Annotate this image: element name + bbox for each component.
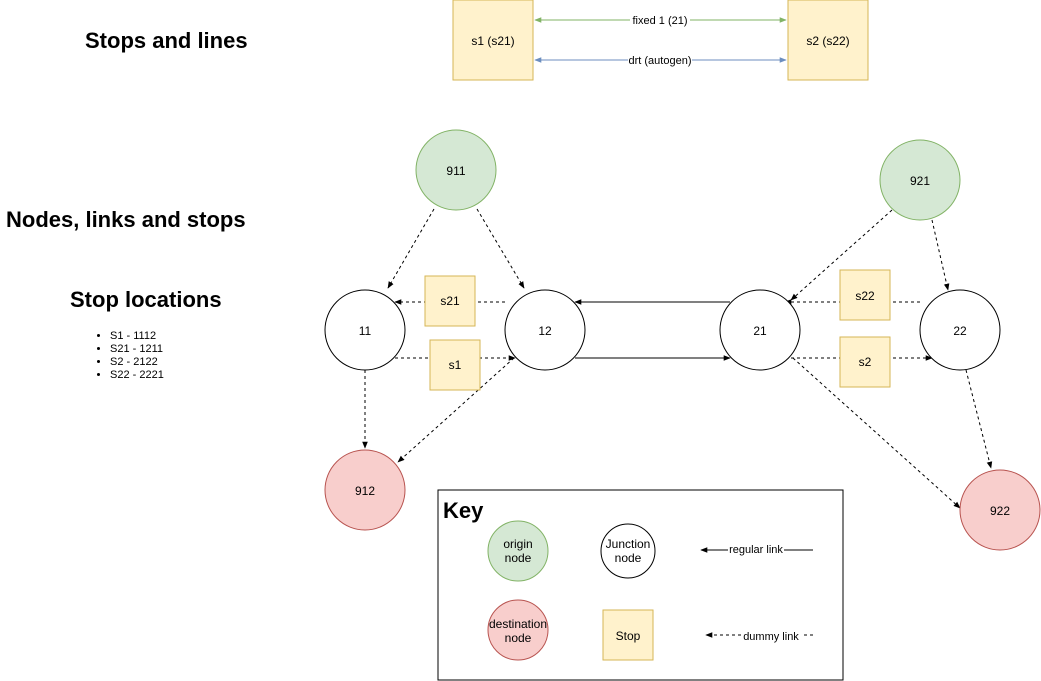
- node-922-label: 922: [990, 504, 1010, 518]
- key-dummy-link-bg: [741, 630, 801, 643]
- top-stop-s2-label: s2 (s22): [806, 34, 849, 48]
- stop-s22: [839, 269, 891, 321]
- node-11-label: 11: [359, 324, 372, 338]
- node-22-label: 22: [953, 324, 967, 338]
- key-regular-link-label: regular link: [729, 544, 783, 556]
- key-regular-link-bg: [728, 543, 784, 556]
- node-11: [324, 289, 406, 371]
- top-stop-s2: [787, 0, 869, 81]
- stop-location-item: S2 - 2122: [110, 356, 164, 369]
- node-12: [504, 289, 586, 371]
- stop-s1: [429, 339, 481, 391]
- key-origin-node: [487, 520, 549, 582]
- node-922: [959, 469, 1041, 551]
- stop-s21-label: s21: [440, 294, 460, 308]
- regular-links: [574, 299, 731, 361]
- key-stop: [602, 609, 654, 661]
- node-911: [415, 129, 497, 211]
- drt-line-label-bg: [628, 53, 692, 66]
- key-junction-label-1: Junction: [606, 537, 651, 551]
- stop-location-item: S22 - 2221: [110, 369, 164, 382]
- stop-s2: [839, 336, 891, 388]
- node-912: [324, 449, 406, 531]
- link-22-922: [965, 369, 993, 469]
- link-911-12: [476, 208, 525, 289]
- key-junction-node: [600, 523, 656, 579]
- node-921-label: 921: [910, 174, 930, 188]
- key-destination-node: [487, 599, 549, 661]
- heading-stop-locations: Stop locations: [70, 287, 222, 312]
- key-origin-label-1: origin: [503, 537, 532, 551]
- node-21-label: 21: [753, 324, 767, 338]
- key-stop-label: Stop: [616, 629, 641, 643]
- fixed-line-label: fixed 1 (21): [632, 15, 687, 27]
- link-921-21: [790, 209, 893, 301]
- key-title: Key: [443, 498, 484, 523]
- link-921-22: [931, 219, 950, 291]
- stop-location-item: S21 - 1211: [110, 343, 164, 356]
- heading-nodes-links-stops: Nodes, links and stops: [6, 207, 246, 232]
- key-junction-label-2: node: [615, 551, 642, 565]
- top-stop-s1: [452, 0, 534, 81]
- link-12-912: [397, 357, 515, 463]
- key-destination-label-1: destination: [489, 617, 547, 631]
- node-911-label: 911: [446, 164, 465, 178]
- link-21-922: [792, 357, 961, 509]
- node-921: [879, 139, 961, 221]
- drt-line-label: drt (autogen): [629, 55, 692, 67]
- stop-s21: [424, 275, 476, 327]
- stop-s2-label: s2: [859, 355, 872, 369]
- node-912-label: 912: [355, 484, 375, 498]
- key-destination-label-2: node: [505, 631, 532, 645]
- stop-location-item: S1 - 1112: [110, 330, 164, 343]
- node-22: [919, 289, 1001, 371]
- node-21: [719, 289, 801, 371]
- fixed-line-label-bg: [630, 13, 690, 26]
- stop-locations-list: S1 - 1112 S21 - 1211 S2 - 2122 S22 - 222…: [90, 330, 164, 382]
- stop-s1-label: s1: [449, 358, 462, 372]
- node-12-label: 12: [538, 324, 552, 338]
- key-origin-label-2: node: [505, 551, 532, 565]
- key-dummy-link-label: dummy link: [743, 631, 799, 643]
- stop-s22-label: s22: [855, 289, 875, 303]
- heading-stops-and-lines: Stops and lines: [85, 28, 248, 53]
- top-stop-s1-label: s1 (s21): [471, 34, 514, 48]
